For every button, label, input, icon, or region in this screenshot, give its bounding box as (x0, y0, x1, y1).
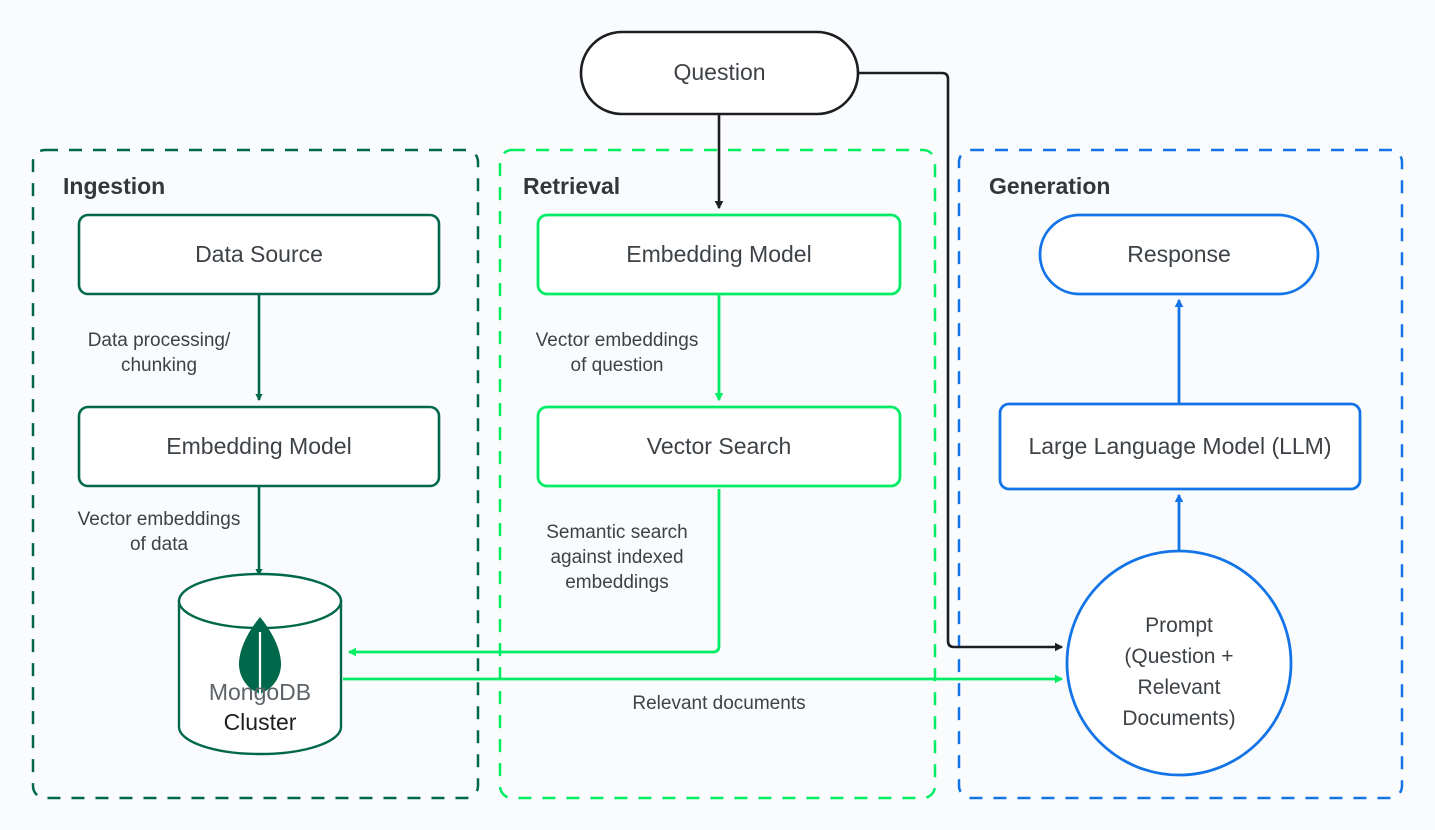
prompt-label-line2: (Question + (1124, 645, 1233, 668)
retrieval-dashed-border (498, 148, 937, 800)
stage-container-ingestion: Ingestion (31, 148, 480, 800)
edge-label-vector-embeddings-data-line1: Vector embeddings (78, 509, 241, 530)
large-language-model-label: Large Language Model (LLM) (1028, 433, 1331, 459)
stage-title-ingestion: Ingestion (63, 173, 165, 199)
response-label: Response (1127, 241, 1231, 267)
node-mongodb-cluster[interactable]: MongoDB Cluster (177, 572, 343, 756)
embedding-model-ingestion-label: Embedding Model (166, 433, 351, 459)
edge-label-vector-embeddings-question-line2: of question (571, 355, 664, 376)
question-label: Question (673, 59, 765, 85)
question-pill-shape (579, 30, 860, 116)
node-response[interactable]: Response (1038, 213, 1320, 296)
stage-title-retrieval: Retrieval (523, 173, 620, 199)
node-embedding-model-ingestion[interactable]: Embedding Model (77, 405, 441, 488)
edge-vector-search-to-mongodb (347, 489, 721, 657)
vector-search-label: Vector Search (647, 433, 791, 459)
large-language-model-shape (998, 402, 1362, 491)
edge-label-semantic-search-line1: Semantic search (546, 522, 688, 543)
mongodb-cluster-label-line2: Cluster (224, 709, 297, 735)
node-vector-search[interactable]: Vector Search (536, 405, 902, 488)
node-question[interactable]: Question (579, 30, 860, 116)
edge-label-semantic-search-line3: embeddings (565, 572, 669, 593)
node-data-source[interactable]: Data Source (77, 213, 441, 296)
mongodb-cluster-label-line1: MongoDB (209, 679, 311, 705)
node-embedding-model-retrieval[interactable]: Embedding Model (536, 213, 902, 296)
embedding-model-retrieval-label: Embedding Model (626, 241, 811, 267)
edge-label-data-processing-line2: chunking (121, 355, 197, 376)
prompt-label-line1: Prompt (1145, 614, 1213, 637)
edge-label-semantic-search-line2: against indexed (550, 547, 683, 568)
response-shape (1038, 213, 1320, 296)
stage-container-retrieval: Retrieval (498, 148, 937, 800)
ingestion-dashed-border (31, 148, 480, 800)
node-prompt[interactable]: Prompt (Question + Relevant Documents) (1065, 549, 1293, 777)
edge-question-to-prompt (858, 71, 1064, 652)
generation-dashed-border (957, 148, 1404, 800)
prompt-label-line4: Documents) (1122, 707, 1235, 730)
edge-label-vector-embeddings-data-line2: of data (130, 534, 189, 555)
stage-title-generation: Generation (989, 173, 1110, 199)
node-large-language-model[interactable]: Large Language Model (LLM) (998, 402, 1362, 491)
prompt-label-line3: Relevant (1138, 676, 1221, 699)
stage-container-generation: Generation (957, 148, 1404, 800)
edge-label-relevant-documents: Relevant documents (632, 693, 805, 714)
edge-label-vector-embeddings-question-line1: Vector embeddings (536, 330, 699, 351)
edge-label-data-processing-line1: Data processing/ (88, 330, 231, 351)
mongodb-leaf-icon (239, 617, 281, 700)
vector-search-shape (536, 405, 902, 488)
data-source-label: Data Source (195, 241, 323, 267)
prompt-circle-shape (1065, 549, 1293, 777)
